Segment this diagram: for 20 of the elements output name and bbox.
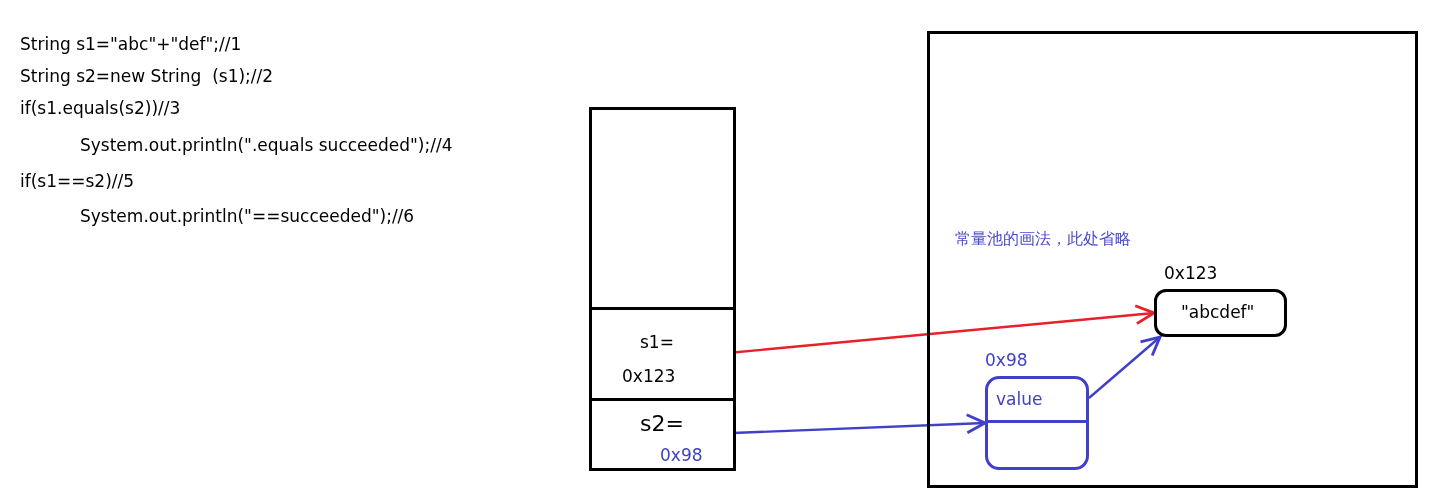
string-object-box <box>1154 289 1287 337</box>
stack-frame-box <box>589 107 736 471</box>
arrow <box>1088 335 1162 399</box>
code-line: String s2=new String (s1);//2 <box>20 65 274 87</box>
code-line: String s1="abc"+"def";//1 <box>20 33 242 55</box>
string-object-box <box>985 376 1089 470</box>
address-value: 0x123 <box>622 366 676 386</box>
heap-box <box>927 31 1418 488</box>
variable-name: s2= <box>640 411 684 436</box>
address-label: 0x98 <box>985 350 1028 370</box>
code-line: if(s1.equals(s2))//3 <box>20 97 181 119</box>
address-value: 0x98 <box>660 445 703 465</box>
address-label: 0x123 <box>1164 263 1218 283</box>
code-line: if(s1==s2)//5 <box>20 170 135 192</box>
field-name: value <box>996 389 1043 409</box>
variable-name: s1= <box>640 332 674 352</box>
code-line: System.out.println(".equals succeeded");//4 <box>80 134 453 156</box>
node-text: "abcdef" <box>1181 302 1255 322</box>
note-text: 常量池的画法，此处省略 <box>955 229 1131 250</box>
code-line: System.out.println("==succeeded");//6 <box>80 205 415 227</box>
